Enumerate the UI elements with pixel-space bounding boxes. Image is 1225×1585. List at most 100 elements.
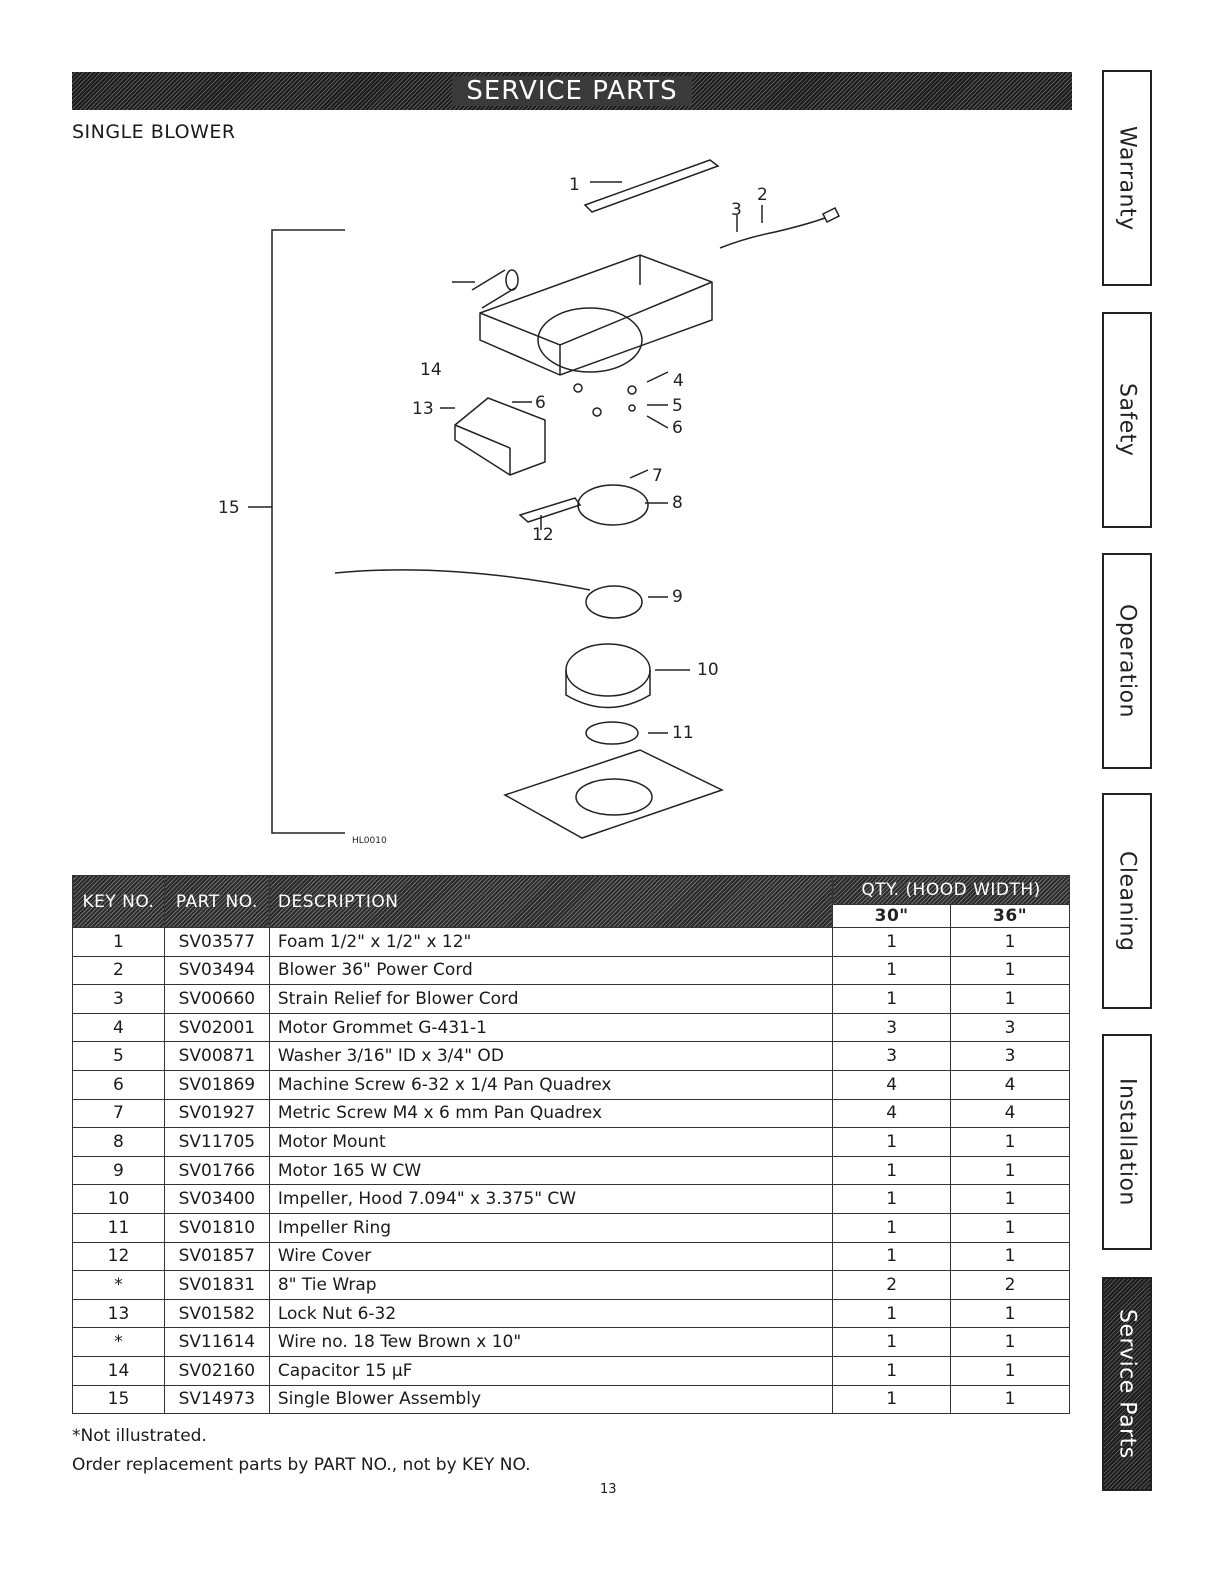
cell-qty-30: 3	[832, 1012, 952, 1043]
cell-key-no: 13	[72, 1298, 165, 1329]
cell-key-no: 4	[72, 1012, 165, 1043]
cell-part-no: SV14973	[163, 1384, 270, 1415]
cell-part-no: SV01582	[163, 1298, 270, 1329]
cell-key-no: 7	[72, 1098, 165, 1129]
cell-qty-30: 1	[832, 927, 952, 957]
cell-part-no: SV11705	[163, 1127, 270, 1157]
cell-description: Motor 165 W CW	[268, 1155, 834, 1186]
section-subtitle: SINGLE BLOWER	[72, 121, 236, 143]
cell-key-no: 8	[72, 1127, 165, 1157]
cell-description: Impeller Ring	[268, 1212, 834, 1243]
cell-qty-36: 1	[950, 1184, 1070, 1214]
cell-qty-36: 3	[950, 1012, 1070, 1043]
cell-key-no: 10	[72, 1184, 165, 1214]
cell-qty-30: 1	[832, 1127, 952, 1157]
header-key-no: KEY NO.	[72, 875, 165, 928]
cell-qty-36: 1	[950, 1212, 1070, 1243]
cell-qty-36: 1	[950, 1241, 1070, 1272]
callout-6b: 6	[672, 418, 683, 438]
tab-safety[interactable]: Safety	[1102, 312, 1152, 528]
cell-key-no: 2	[72, 955, 165, 986]
cell-description: Blower 36" Power Cord	[268, 955, 834, 986]
callout-8: 8	[672, 493, 683, 513]
cell-key-no: 12	[72, 1241, 165, 1272]
note-not-illustrated: *Not illustrated.	[72, 1426, 207, 1446]
callout-9: 9	[672, 587, 683, 607]
banner-title: SERVICE PARTS	[452, 76, 692, 106]
header-qty: QTY. (HOOD WIDTH)	[832, 875, 1070, 905]
cell-description: Single Blower Assembly	[268, 1384, 834, 1415]
cell-qty-30: 1	[832, 1355, 952, 1386]
tab-warranty[interactable]: Warranty	[1102, 70, 1152, 286]
cell-part-no: SV01857	[163, 1241, 270, 1272]
cell-qty-30: 1	[832, 1184, 952, 1214]
cell-qty-30: 1	[832, 955, 952, 986]
cell-key-no: 6	[72, 1069, 165, 1100]
cell-description: Impeller, Hood 7.094" x 3.375" CW	[268, 1184, 834, 1214]
tab-installation[interactable]: Installation	[1102, 1034, 1152, 1250]
cell-qty-30: 3	[832, 1041, 952, 1071]
callout-7: 7	[652, 466, 663, 486]
cell-qty-36: 4	[950, 1098, 1070, 1129]
cell-part-no: SV01810	[163, 1212, 270, 1243]
cell-key-no: 15	[72, 1384, 165, 1415]
cell-qty-36: 1	[950, 1127, 1070, 1157]
cell-description: Metric Screw M4 x 6 mm Pan Quadrex	[268, 1098, 834, 1129]
cell-part-no: SV00871	[163, 1041, 270, 1071]
cell-key-no: 11	[72, 1212, 165, 1243]
cell-key-no: *	[72, 1327, 165, 1357]
cell-part-no: SV03494	[163, 955, 270, 986]
cell-part-no: SV01927	[163, 1098, 270, 1129]
cell-part-no: SV02001	[163, 1012, 270, 1043]
cell-part-no: SV03577	[163, 927, 270, 957]
tab-service-parts[interactable]: Service Parts	[1102, 1277, 1152, 1491]
cell-qty-36: 1	[950, 1355, 1070, 1386]
cell-part-no: SV00660	[163, 984, 270, 1014]
callout-15: 15	[218, 498, 240, 518]
cell-part-no: SV01869	[163, 1069, 270, 1100]
cell-description: Machine Screw 6-32 x 1/4 Pan Quadrex	[268, 1069, 834, 1100]
tab-operation[interactable]: Operation	[1102, 553, 1152, 769]
cell-part-no: SV03400	[163, 1184, 270, 1214]
cell-qty-30: 4	[832, 1069, 952, 1100]
page-number: 13	[600, 1482, 617, 1497]
cell-part-no: SV01831	[163, 1270, 270, 1300]
cell-key-no: *	[72, 1270, 165, 1300]
cell-description: Motor Grommet G-431-1	[268, 1012, 834, 1043]
cell-qty-36: 1	[950, 1384, 1070, 1415]
cell-description: Strain Relief for Blower Cord	[268, 984, 834, 1014]
cell-qty-36: 1	[950, 955, 1070, 986]
cell-part-no: SV01766	[163, 1155, 270, 1186]
cell-part-no: SV11614	[163, 1327, 270, 1357]
callout-6a: 6	[535, 393, 546, 413]
cell-description: Capacitor 15 µF	[268, 1355, 834, 1386]
cell-key-no: 9	[72, 1155, 165, 1186]
section-banner: SERVICE PARTS	[72, 72, 1072, 110]
cell-description: Lock Nut 6-32	[268, 1298, 834, 1329]
callout-11: 11	[672, 723, 694, 743]
callout-2: 2	[757, 185, 768, 205]
tab-cleaning[interactable]: Cleaning	[1102, 793, 1152, 1009]
cell-qty-36: 3	[950, 1041, 1070, 1071]
callout-5: 5	[672, 396, 683, 416]
callout-4: 4	[673, 371, 684, 391]
cell-key-no: 1	[72, 927, 165, 957]
cell-key-no: 5	[72, 1041, 165, 1071]
cell-qty-36: 1	[950, 1298, 1070, 1329]
cell-qty-30: 1	[832, 1155, 952, 1186]
note-order-instructions: Order replacement parts by PART NO., not…	[72, 1455, 531, 1475]
header-part-no: PART NO.	[163, 875, 270, 928]
cell-part-no: SV02160	[163, 1355, 270, 1386]
cell-qty-30: 1	[832, 1327, 952, 1357]
